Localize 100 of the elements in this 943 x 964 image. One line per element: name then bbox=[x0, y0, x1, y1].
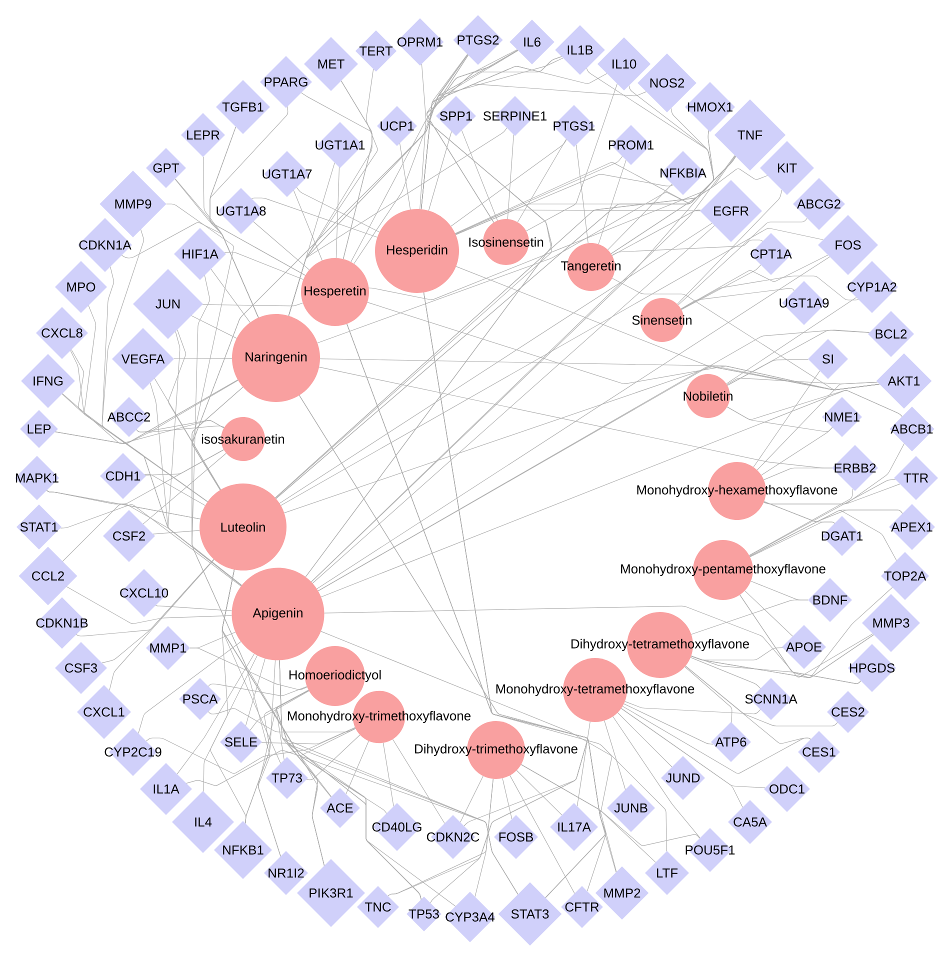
connector-line bbox=[275, 54, 552, 498]
connector-line bbox=[154, 378, 222, 490]
connector-line bbox=[258, 690, 309, 857]
diamond-node: PTGS2 bbox=[453, 15, 503, 65]
connector-line bbox=[748, 488, 854, 556]
connector-line bbox=[455, 210, 700, 234]
connector-line bbox=[261, 727, 356, 744]
connector-line bbox=[250, 690, 310, 730]
connector-line bbox=[71, 349, 238, 444]
diamond-node: DGAT1 bbox=[819, 516, 865, 556]
diamond-node: SCNN1A bbox=[744, 678, 798, 720]
diamond-node: JUND bbox=[661, 756, 705, 800]
connector-line bbox=[598, 160, 626, 244]
connector-line bbox=[346, 324, 588, 826]
diamond-node: PSCA bbox=[179, 678, 221, 720]
connector-line bbox=[617, 712, 672, 768]
diamond-node: ACE bbox=[320, 788, 360, 828]
diamond-node: LTF bbox=[645, 851, 689, 895]
connector-line bbox=[54, 426, 225, 444]
connector-line bbox=[685, 666, 838, 726]
connector-line bbox=[109, 559, 214, 691]
connector-line bbox=[318, 330, 870, 592]
connector-line bbox=[744, 590, 794, 637]
circle-node: Tangeretin bbox=[558, 243, 624, 291]
connector-line bbox=[312, 225, 715, 584]
connector-line bbox=[763, 443, 905, 504]
diamond-node: IL6 bbox=[510, 20, 554, 64]
connector-line bbox=[624, 701, 761, 714]
connector-line bbox=[610, 168, 768, 254]
connector-line bbox=[121, 222, 259, 318]
diamond-node: PROM1 bbox=[606, 125, 656, 165]
connector-line bbox=[763, 468, 833, 480]
diamond-node: CDKN1A bbox=[78, 218, 132, 272]
circle-node: Sinensetin bbox=[630, 298, 694, 342]
connector-line bbox=[726, 297, 857, 384]
connector-line bbox=[612, 210, 702, 256]
diamond-node: CXCL10 bbox=[118, 569, 170, 617]
connector-line bbox=[690, 657, 761, 689]
diamond-node: CXCL1 bbox=[77, 685, 131, 739]
diamond-node: CSF3 bbox=[55, 642, 107, 694]
diamond-node: JUNB bbox=[607, 784, 655, 832]
connector-line bbox=[726, 390, 902, 420]
diamond-node: ABCG2 bbox=[793, 178, 845, 230]
connector-line bbox=[690, 656, 862, 684]
diamond-node: AKT1 bbox=[876, 353, 932, 409]
diamond-node: MMP3 bbox=[862, 594, 920, 652]
connector-line bbox=[382, 742, 394, 807]
connector-line bbox=[191, 315, 237, 339]
connector-line bbox=[102, 266, 208, 502]
connector-line bbox=[245, 658, 266, 726]
diamond-node: CDKN2C bbox=[425, 815, 481, 859]
diamond-node: TERT bbox=[355, 30, 397, 72]
connector-line bbox=[316, 256, 830, 590]
connector-line bbox=[576, 144, 588, 244]
diamond-node: KIT bbox=[760, 141, 814, 195]
diamond-node: BDNF bbox=[808, 578, 852, 622]
diamond-node: JUN bbox=[133, 269, 203, 339]
diamond-node: FOS bbox=[818, 215, 878, 275]
connector-line bbox=[510, 775, 575, 894]
connector-line bbox=[224, 252, 304, 280]
connector-line bbox=[320, 631, 616, 873]
connector-line bbox=[208, 708, 356, 732]
connector-line bbox=[727, 359, 809, 386]
connector-line bbox=[208, 684, 308, 696]
connector-line bbox=[399, 142, 411, 210]
diamond-node: CDKN1B bbox=[34, 597, 90, 649]
connector-line bbox=[677, 190, 782, 304]
connector-line bbox=[507, 134, 514, 220]
diamond-node: APEX1 bbox=[889, 504, 935, 550]
connector-line bbox=[750, 522, 836, 558]
diamond-node: MMP1 bbox=[146, 626, 190, 670]
diamond-node: IFNG bbox=[21, 354, 75, 408]
connector-line bbox=[428, 131, 452, 211]
connector-line bbox=[324, 606, 874, 678]
diamond-node: STAT1 bbox=[16, 504, 62, 550]
diamond-node: SELE bbox=[220, 721, 262, 763]
diamond-node: APOE bbox=[782, 625, 826, 669]
diamond-node: CYP3A4 bbox=[444, 892, 496, 942]
diamond-node: TTR bbox=[894, 456, 938, 500]
connector-line bbox=[690, 587, 893, 678]
connector-line bbox=[203, 655, 258, 792]
diamond-node: TNC bbox=[357, 886, 399, 928]
diamond-node: TP53 bbox=[406, 896, 442, 932]
connector-line bbox=[311, 68, 714, 582]
diamond-node: CPT1A bbox=[749, 233, 793, 275]
diamond-node: PPARG bbox=[260, 56, 312, 108]
connector-line bbox=[576, 721, 590, 806]
diamond-node: UGT1A9 bbox=[778, 281, 830, 325]
diamond-node: UCP1 bbox=[377, 106, 417, 146]
diamond-node: GPT bbox=[146, 148, 186, 188]
connector-line bbox=[455, 130, 714, 235]
connector-line bbox=[186, 728, 356, 786]
diamond-node: CES1 bbox=[798, 731, 840, 773]
connector-line bbox=[296, 187, 380, 232]
connector-line bbox=[350, 50, 518, 262]
connector-line bbox=[144, 474, 206, 506]
connector-line bbox=[455, 174, 674, 235]
connector-line bbox=[604, 720, 626, 790]
connector-line bbox=[306, 734, 360, 780]
connector-line bbox=[608, 184, 672, 250]
